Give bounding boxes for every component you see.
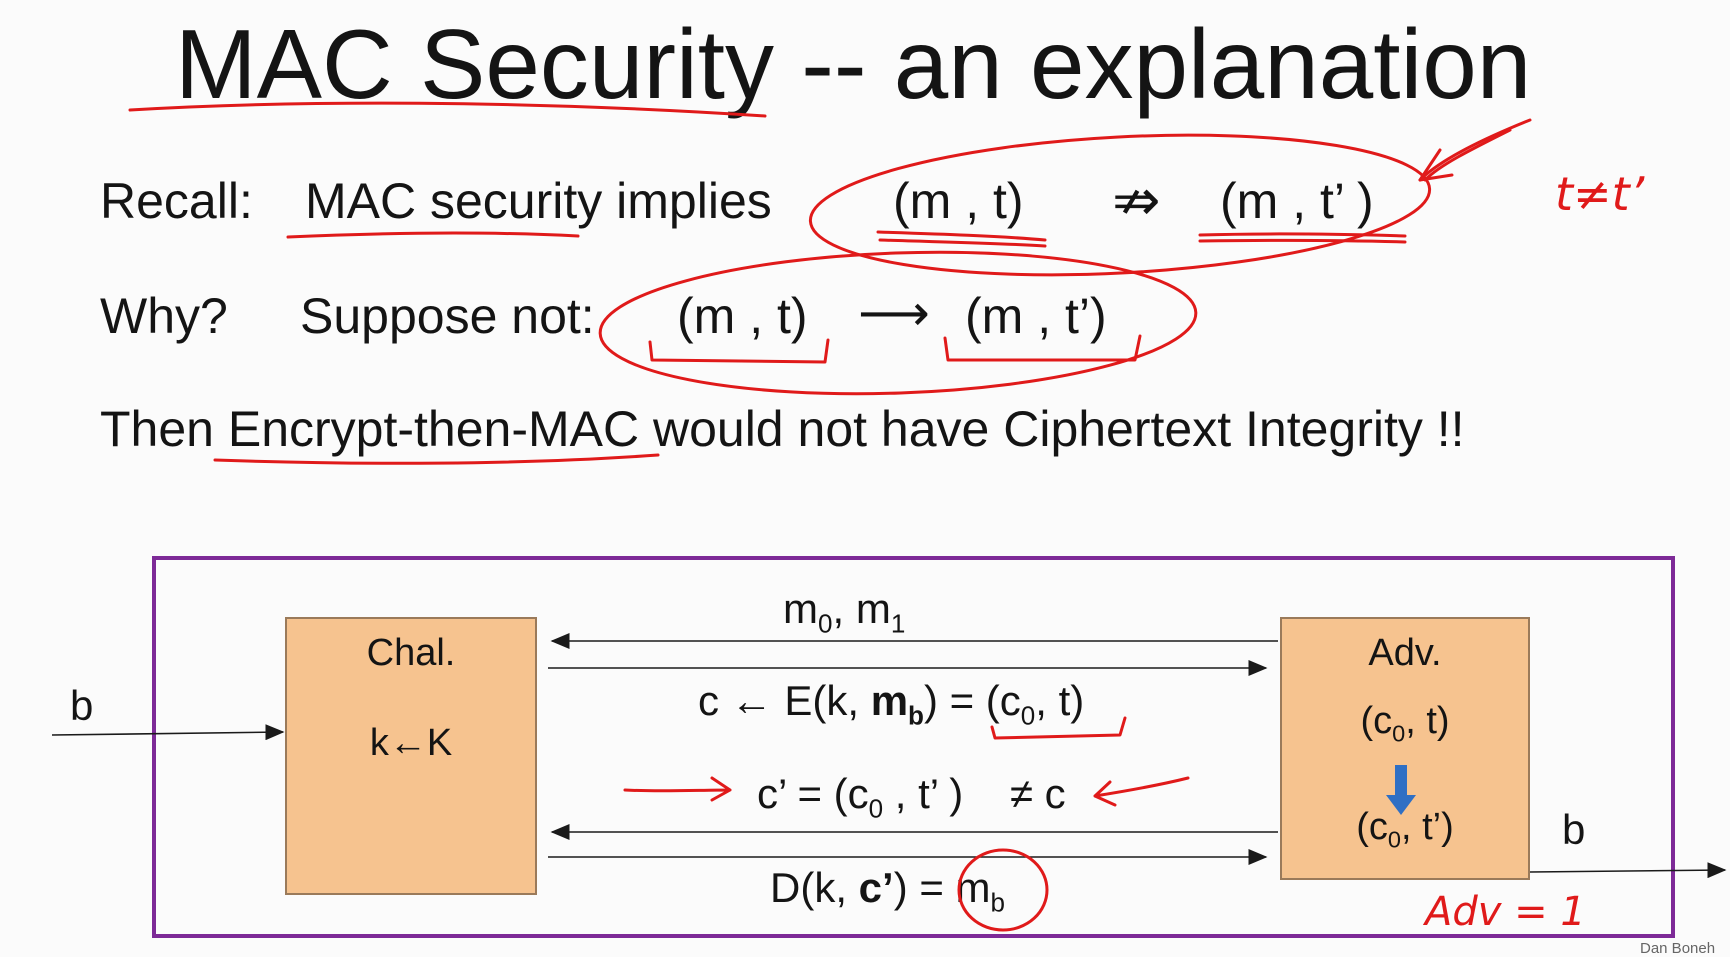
- recall-label: Recall:: [100, 173, 253, 229]
- conclusion-underline: [213, 453, 660, 465]
- cprime-right-arrow: [1093, 776, 1190, 807]
- output-bit-b: b: [1562, 806, 1586, 853]
- handwritten-ink: [128, 101, 1532, 932]
- why-label: Why?: [100, 288, 228, 344]
- challenger-label: Chal.: [366, 632, 456, 674]
- conclusion-line: Then Encrypt-then-MAC would not have Cip…: [100, 401, 1465, 457]
- recall-pair-2: (m , t’ ): [1220, 173, 1374, 229]
- why-pair2-brace: [943, 334, 1142, 362]
- why-circle: [598, 250, 1198, 396]
- annotation-t-neq: t≠t’: [1555, 167, 1645, 221]
- recall-pair-1: (m , t): [893, 173, 1024, 229]
- challenger-key: k←K: [369, 722, 453, 764]
- adversary-label: Adv.: [1368, 632, 1442, 674]
- title-underline: [128, 101, 767, 118]
- slide-title: MAC Security -- an explanation: [175, 9, 1532, 119]
- adversary-step-1: (c0, t): [1360, 700, 1450, 747]
- annotation-adv-eq: Adv = 1: [1422, 889, 1586, 935]
- output-arrow: [1529, 862, 1727, 879]
- recall-underline: [286, 231, 580, 239]
- adversary-step-2: (c0, t’): [1356, 806, 1454, 853]
- mb-circle: [957, 848, 1049, 932]
- message-ciphertext: c ← E(k, mb) = (c0, t): [698, 677, 1085, 731]
- recall-circle: [808, 133, 1432, 277]
- security-game-frame: [152, 556, 1675, 938]
- why-pair-2: (m , t’): [965, 288, 1107, 344]
- pair2-underline: [1198, 232, 1407, 238]
- not-implies-symbol: ⇏: [1112, 168, 1161, 233]
- input-bit-b: b: [70, 682, 94, 729]
- adversary-box: [1280, 617, 1530, 880]
- pointer-arrow: [1418, 118, 1532, 182]
- why-pair1-brace: [648, 338, 830, 364]
- pair1-underline: [876, 230, 1047, 242]
- message-m0-m1: m0, m1: [783, 585, 906, 639]
- recall-text: MAC security implies: [305, 173, 772, 229]
- maps-to-arrow: ⟶: [858, 285, 930, 341]
- input-arrow: [51, 724, 285, 741]
- cipher-underline: [990, 716, 1127, 740]
- message-cprime: c’ = (c0 , t’ ) ≠ c: [757, 770, 1066, 824]
- cprime-left-arrow: [623, 776, 732, 802]
- why-text: Suppose not:: [300, 288, 595, 344]
- challenger-box: [285, 617, 537, 895]
- adversary-down-arrow: [1386, 765, 1416, 815]
- why-pair-1: (m , t): [677, 288, 808, 344]
- message-decryption: D(k, c’) = mb: [770, 864, 1006, 918]
